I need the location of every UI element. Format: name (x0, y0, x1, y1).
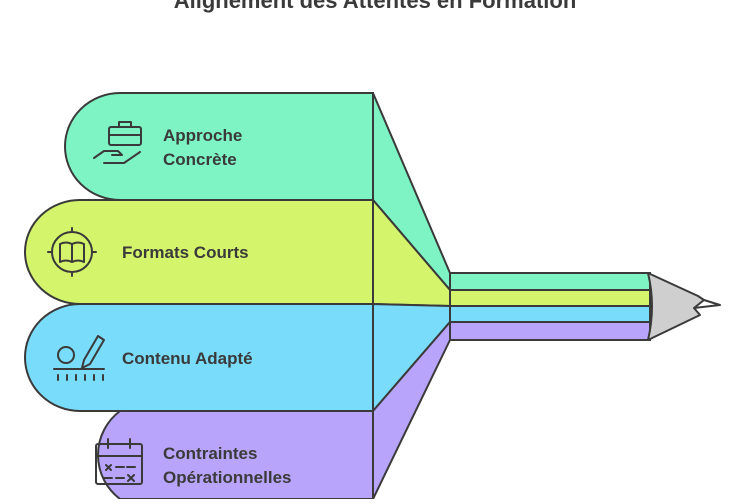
label-contraintes-line2: Opérationnelles (163, 468, 291, 487)
band-approche (64, 92, 374, 201)
label-contenu-line1: Contenu Adapté (122, 349, 253, 368)
label-contenu: Contenu Adapté (122, 349, 253, 368)
label-contraintes: Contraintes Opérationnelles (163, 444, 291, 487)
label-formats: Formats Courts (122, 243, 249, 262)
label-approche-line2: Concrète (163, 150, 237, 169)
label-approche: Approche Concrète (163, 126, 247, 169)
calendar-x-icon (95, 438, 143, 485)
label-approche-line1: Approche (163, 126, 242, 145)
label-formats-line1: Formats Courts (122, 243, 249, 262)
shaft-stripe-4 (449, 321, 651, 341)
pencil-lead (693, 299, 721, 309)
band-formats (24, 199, 374, 305)
shaft-stripe-1 (449, 272, 651, 291)
pencil-tip (647, 272, 705, 341)
ruler-pencil-icon (53, 335, 105, 381)
book-clock-icon (47, 227, 97, 277)
band-contenu (24, 303, 374, 412)
diagram-title: Alignement des Attentes en Formation (173, 0, 577, 13)
hand-briefcase-icon (93, 121, 142, 164)
shaft-stripe-2 (449, 289, 651, 307)
label-contraintes-line1: Contraintes (163, 444, 257, 463)
shaft-stripe-3 (449, 305, 651, 323)
